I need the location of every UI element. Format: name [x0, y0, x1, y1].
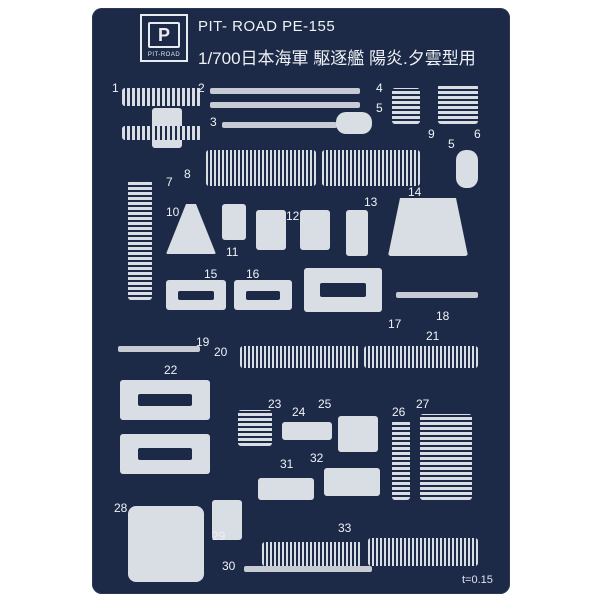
part-22 [120, 380, 210, 420]
part-32 [324, 468, 380, 496]
part-number-6: 6 [474, 127, 481, 141]
part-number-17: 17 [388, 317, 402, 331]
part-17 [304, 268, 382, 312]
part-12b [300, 210, 330, 250]
part-12 [256, 210, 286, 250]
part-33 [262, 542, 362, 566]
part-33b [368, 538, 478, 566]
part-5 [336, 112, 372, 134]
part-number-15: 15 [204, 267, 218, 281]
part-29 [212, 500, 242, 540]
part-4 [392, 88, 420, 124]
part-number-23: 23 [268, 397, 282, 411]
part-24 [282, 422, 332, 440]
part-22b [120, 434, 210, 474]
part-6 [456, 150, 478, 188]
part-number-20: 20 [214, 345, 228, 359]
product-description: 1/700日本海軍 駆逐艦 陽炎.夕雲型用 [198, 49, 476, 68]
part-number-27: 27 [416, 397, 430, 411]
part-number-10: 10 [166, 205, 180, 219]
part-number-19: 19 [196, 335, 210, 349]
part-7 [128, 180, 152, 300]
part-number-14: 14 [408, 185, 422, 199]
part-number-24: 24 [292, 405, 306, 419]
part-number-5: 5 [376, 101, 383, 115]
part-16 [234, 280, 292, 310]
sheet-thickness: t=0.15 [462, 574, 493, 586]
part-20 [240, 346, 360, 368]
part-1 [122, 88, 202, 106]
part-15 [166, 280, 226, 310]
part-number-13: 13 [364, 195, 378, 209]
part-1c [122, 126, 202, 140]
part-26 [392, 420, 410, 500]
part-number-11: 11 [226, 245, 239, 259]
part-2b [210, 102, 360, 108]
part-number-21: 21 [426, 329, 440, 343]
part-9 [322, 150, 420, 186]
part-number-1: 1 [112, 81, 119, 95]
part-14 [388, 198, 468, 256]
part-number-22: 22 [164, 363, 178, 377]
part-number-33: 33 [338, 521, 352, 535]
part-number-16: 16 [246, 267, 260, 281]
part-8 [206, 150, 316, 186]
part-18 [396, 292, 478, 298]
part-number-31: 31 [280, 457, 294, 471]
product-code: PIT- ROAD PE-155 [198, 18, 336, 35]
part-number-3: 3 [210, 115, 217, 129]
part-number-7: 7 [166, 175, 173, 189]
part-27 [420, 414, 472, 500]
logo-text: PIT-ROAD [147, 52, 181, 58]
part-28 [128, 506, 204, 582]
part-3 [222, 122, 337, 128]
part-number-28: 28 [114, 501, 128, 515]
part-2 [210, 88, 360, 94]
part-number-12: 12 [286, 209, 300, 223]
pit-road-logo: P PIT-ROAD [140, 14, 188, 62]
part-4b [438, 84, 478, 124]
part-21 [364, 346, 478, 368]
part-number-9: 9 [428, 127, 435, 141]
part-number-5b: 5 [448, 137, 455, 151]
part-number-25: 25 [318, 397, 332, 411]
part-number-2: 2 [198, 81, 205, 95]
part-number-29: 29 [212, 529, 226, 543]
logo-mark-icon: P [148, 22, 180, 48]
part-30 [244, 566, 372, 572]
part-31 [258, 478, 314, 500]
part-23 [238, 410, 272, 446]
part-19 [118, 346, 200, 352]
part-13 [346, 210, 368, 256]
part-number-4: 4 [376, 81, 383, 95]
part-number-8: 8 [184, 167, 191, 181]
part-number-26: 26 [392, 405, 406, 419]
part-11 [222, 204, 246, 240]
part-number-30: 30 [222, 559, 236, 573]
part-number-32: 32 [310, 451, 324, 465]
part-25 [338, 416, 378, 452]
part-number-18: 18 [436, 309, 450, 323]
